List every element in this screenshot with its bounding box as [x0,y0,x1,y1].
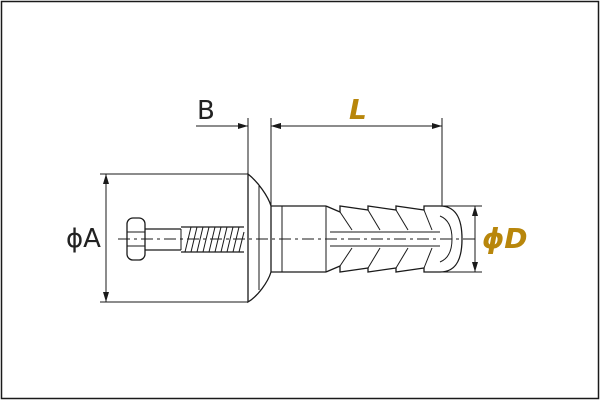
dimension-l [271,118,443,206]
label-phi-a: ϕA [66,224,101,254]
label-l: L [349,93,367,126]
anchor-sleeve [271,205,327,273]
anchor-ribs [325,205,463,273]
dimension-a [100,173,248,303]
dimension-d [440,205,482,273]
screw-shank [145,228,182,251]
screw-head [126,217,146,261]
label-b: B [197,96,215,126]
dimension-b [196,118,281,206]
anchor-flange [247,172,272,304]
screw-thread [181,226,245,253]
label-phi-d: ϕD [482,222,528,255]
